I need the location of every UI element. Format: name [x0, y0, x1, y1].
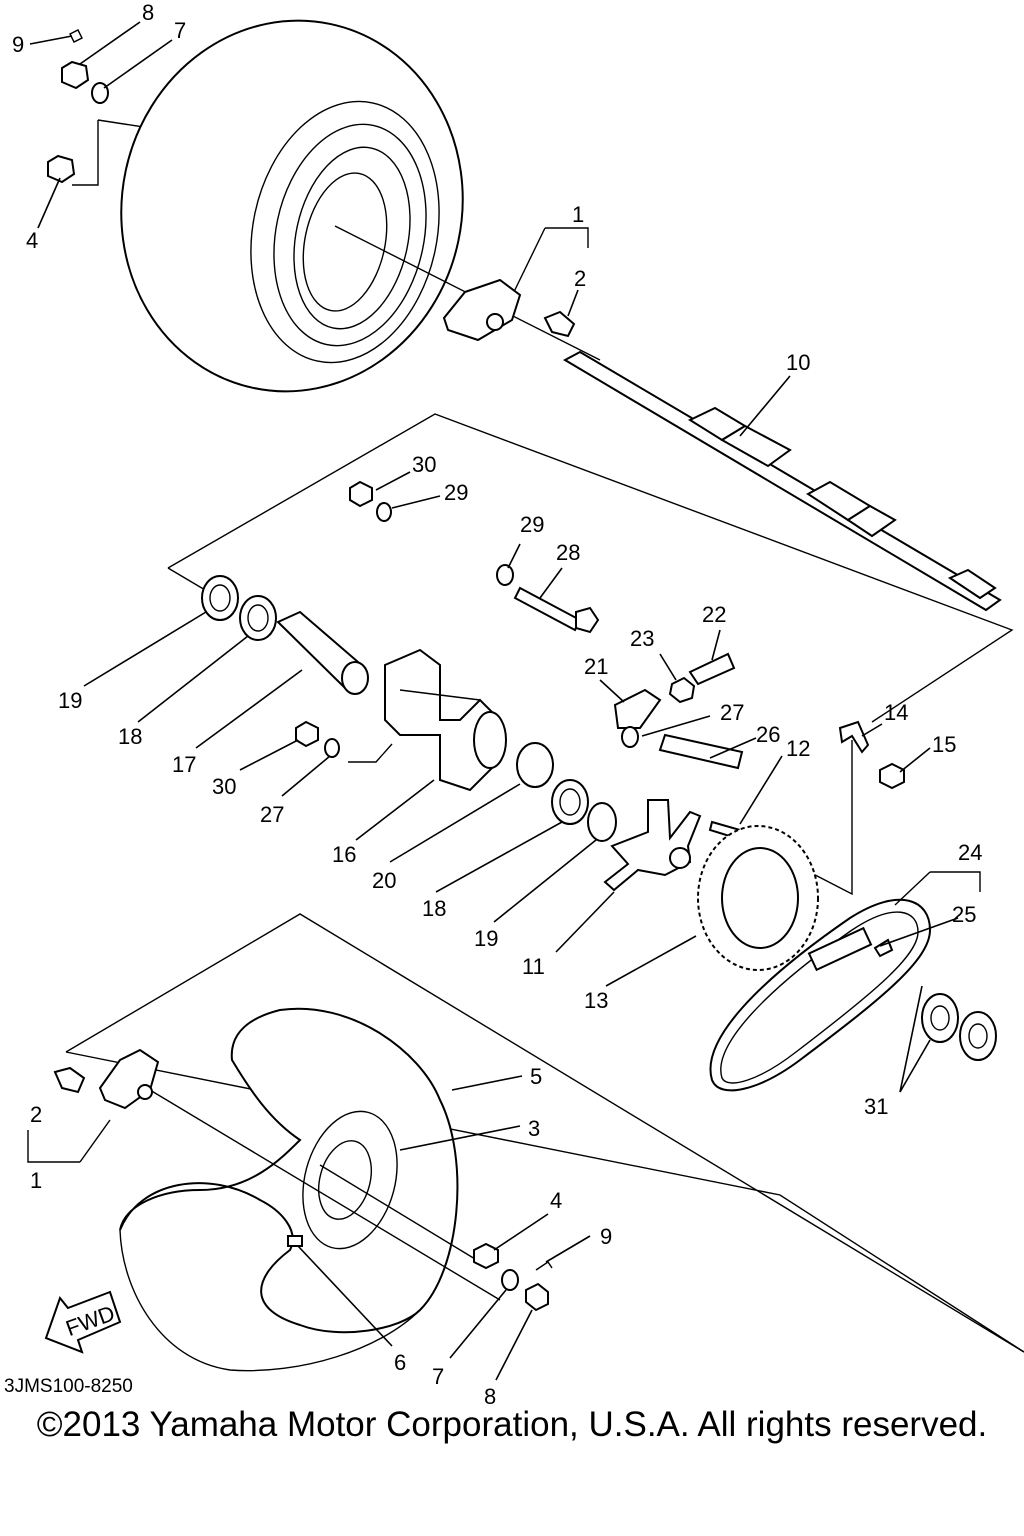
- callout-11: 11: [522, 954, 545, 979]
- callout-24: 24: [958, 840, 982, 865]
- drive-chain: [709, 898, 932, 1092]
- rear-tire-upper: [120, 19, 601, 393]
- callout-1-top: 1: [572, 202, 584, 227]
- forward-arrow: FWD: [44, 1290, 122, 1354]
- top-fasteners: [47, 29, 109, 184]
- callout-4-bottom: 4: [550, 1188, 562, 1213]
- callout-26: 26: [756, 722, 780, 747]
- callout-1-bottom: 1: [30, 1168, 42, 1193]
- callout-13: 13: [584, 988, 608, 1013]
- callout-15: 15: [932, 732, 956, 757]
- callout-3: 3: [528, 1116, 540, 1141]
- rear-axle-shaft: [562, 350, 1002, 612]
- callout-4-top: 4: [26, 228, 38, 253]
- callout-18-left: 18: [118, 724, 142, 749]
- callout-23: 23: [630, 626, 654, 651]
- callout-9-top: 9: [12, 32, 24, 57]
- callout-2-top: 2: [574, 266, 586, 291]
- callout-25: 25: [952, 902, 976, 927]
- callout-7-bottom: 7: [432, 1364, 444, 1389]
- axle-housing: [384, 648, 507, 792]
- callout-22: 22: [702, 602, 726, 627]
- callout-17: 17: [172, 752, 196, 777]
- rear-wheel-lower: [119, 1007, 501, 1372]
- callout-31: 31: [864, 1094, 888, 1119]
- callout-29-mid: 29: [520, 512, 544, 537]
- callout-16: 16: [332, 842, 356, 867]
- callout-19-right: 19: [474, 926, 498, 951]
- callout-27-right: 27: [720, 700, 744, 725]
- callout-5: 5: [530, 1064, 542, 1089]
- callout-9-bottom: 9: [600, 1224, 612, 1249]
- sprocket: [697, 825, 819, 971]
- callout-19-left: 19: [58, 688, 82, 713]
- callout-27-left: 27: [260, 802, 284, 827]
- callout-21: 21: [584, 654, 608, 679]
- lower-fasteners: [473, 1242, 553, 1312]
- callout-20: 20: [372, 868, 396, 893]
- callout-8-bottom: 8: [484, 1384, 496, 1409]
- bearings-and-collars: [201, 575, 617, 842]
- fasteners: [295, 480, 905, 840]
- callout-2-bottom: 2: [30, 1102, 42, 1127]
- callout-6: 6: [394, 1350, 406, 1375]
- callout-8-top: 8: [142, 0, 154, 25]
- callout-29-top: 29: [444, 480, 468, 505]
- callout-18-right: 18: [422, 896, 446, 921]
- sprocket-hub: [603, 799, 702, 892]
- callout-12: 12: [786, 736, 810, 761]
- callout-14: 14: [884, 700, 908, 725]
- wheel-hub-upper: [442, 278, 576, 342]
- callout-28: 28: [556, 540, 580, 565]
- callout-30-top: 30: [412, 452, 436, 477]
- callout-numbers: 9 8 7 4 1 2 10 30 29 29 28 22 23 21 19 1…: [12, 0, 982, 1409]
- callout-10: 10: [786, 350, 810, 375]
- drawing-code: 3JMS100-8250: [4, 1376, 133, 1397]
- copyright-notice: ©2013 Yamaha Motor Corporation, U.S.A. A…: [36, 1405, 988, 1444]
- callout-7-top: 7: [174, 18, 186, 43]
- callout-30-mid: 30: [212, 774, 236, 799]
- wheel-hub-lower: [53, 1048, 160, 1110]
- axle-bearings: [921, 993, 997, 1061]
- leader-lines: [29, 21, 959, 1381]
